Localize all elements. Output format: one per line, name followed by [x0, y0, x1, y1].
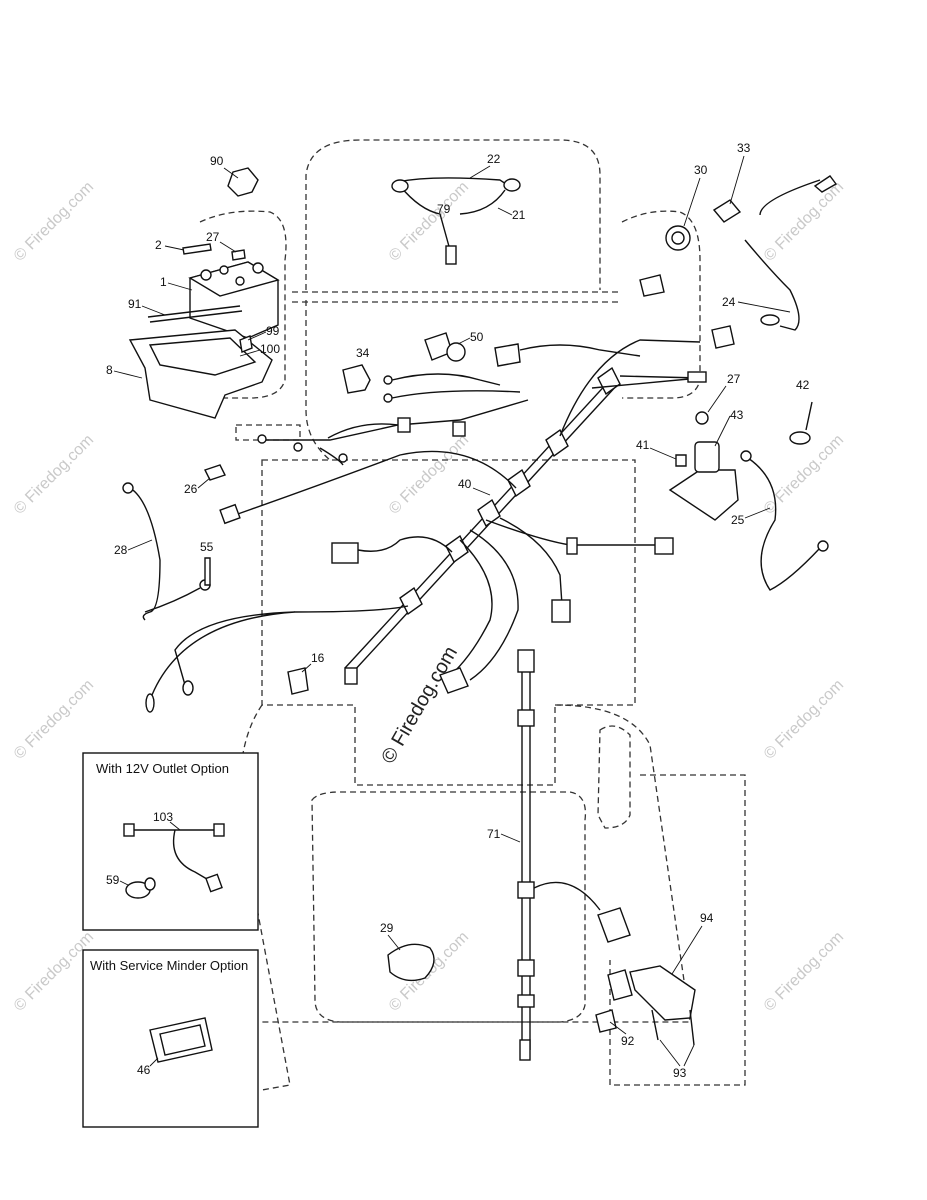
watermark: © Firedog.com: [761, 178, 847, 264]
inset-service-minder: With Service Minder Option 46: [82, 949, 259, 1128]
watermark: © Firedog.com: [386, 431, 472, 517]
callout-label: 55: [200, 540, 214, 554]
callout-label: 46: [137, 1063, 151, 1077]
screw-55: [204, 557, 211, 586]
key-33: [712, 199, 742, 223]
inset-12v-outlet: With 12V Outlet Option 103 59: [82, 752, 259, 931]
callout-label: 21: [512, 208, 526, 222]
callout-label: 93: [673, 1066, 687, 1080]
callout-label: 26: [184, 482, 198, 496]
battery: [188, 261, 280, 339]
watermark-center: © Firedog.com: [377, 643, 462, 768]
relay-90: [227, 167, 259, 197]
callout-label: 40: [458, 477, 472, 491]
callout-label: 22: [487, 152, 501, 166]
cable-24: [744, 179, 821, 331]
ignition-parts: [665, 175, 838, 331]
callout-label: 2: [155, 238, 162, 252]
inset-title-outlet: With 12V Outlet Option: [96, 761, 229, 776]
watermark: © Firedog.com: [761, 676, 847, 762]
watermark: © Firedog.com: [11, 178, 97, 264]
callout-label: 30: [694, 163, 708, 177]
watermark: © Firedog.com: [761, 928, 847, 1014]
watermark: © Firedog.com: [11, 431, 97, 517]
callout-label: 100: [260, 342, 280, 356]
callout-label: 103: [153, 810, 173, 824]
inset-title-service: With Service Minder Option: [90, 958, 248, 973]
callout-label: 59: [106, 873, 120, 887]
screws-93: [651, 1009, 695, 1046]
callouts: 90 2 27 1 91 99 100 8 22 79 21 30 33 24 …: [106, 141, 810, 1080]
main-harness-40: [145, 274, 735, 713]
battery-tray: [128, 329, 273, 419]
battery-bolt: [182, 243, 212, 255]
watermark: © Firedog.com: [761, 431, 847, 517]
cable-25: [747, 457, 821, 591]
clip-42: [789, 431, 811, 445]
callout-label: 43: [730, 408, 744, 422]
callout-label: 33: [737, 141, 751, 155]
tractor-outline: [199, 139, 746, 1091]
callout-label: 91: [128, 297, 142, 311]
connector-92: [595, 1009, 617, 1033]
callout-label: 29: [380, 921, 394, 935]
callout-label: 27: [727, 372, 741, 386]
seat-switch-34: [342, 364, 371, 394]
battery-assembly: [128, 167, 280, 419]
callout-label: 28: [114, 543, 128, 557]
alarm-29: [387, 943, 435, 982]
solenoid-43: [668, 411, 739, 521]
callout-label: 50: [470, 330, 484, 344]
fuse-26: [204, 464, 226, 481]
callout-label: 27: [206, 230, 220, 244]
callout-label: 94: [700, 911, 714, 925]
callout-label: 34: [356, 346, 370, 360]
callout-label: 90: [210, 154, 224, 168]
callout-label: 16: [311, 651, 325, 665]
harness-71: [517, 649, 631, 1061]
center-components: [204, 332, 521, 695]
callout-label: 24: [722, 295, 736, 309]
callout-label: 92: [621, 1034, 635, 1048]
callout-label: 71: [487, 827, 501, 841]
lower-components: [387, 943, 696, 1046]
callout-label: 8: [106, 363, 113, 377]
module-94: [629, 965, 696, 1021]
watermark: © Firedog.com: [11, 676, 97, 762]
callout-label: 25: [731, 513, 745, 527]
callout-label: 99: [266, 324, 280, 338]
callout-label: 79: [437, 202, 451, 216]
callout-label: 41: [636, 438, 650, 452]
headlight-harness: [391, 177, 521, 265]
switch-16: [287, 667, 309, 695]
cable-28: [129, 487, 201, 621]
hold-down-strap: [147, 305, 243, 323]
ground-cables: [122, 401, 829, 621]
callout-label: 1: [160, 275, 167, 289]
callout-label: 42: [796, 378, 810, 392]
battery-nut: [231, 249, 246, 261]
